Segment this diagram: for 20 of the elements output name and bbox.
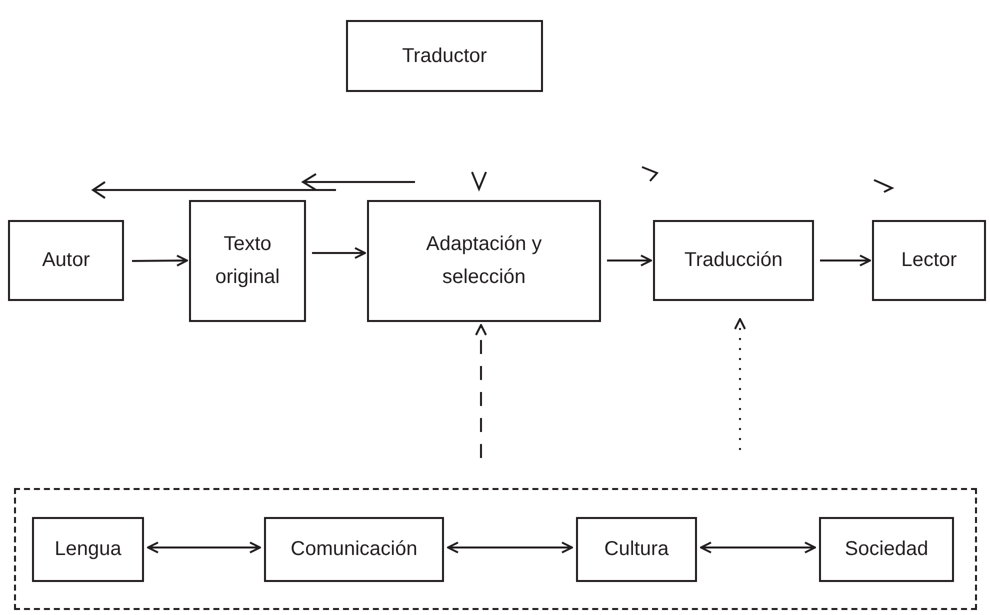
dashed-group-frame bbox=[14, 488, 977, 610]
arrow bbox=[734, 318, 746, 450]
process-box: Cultura bbox=[576, 517, 697, 582]
arrow bbox=[312, 247, 366, 259]
process-box: Adaptación y selección bbox=[367, 200, 601, 322]
process-box: Lengua bbox=[32, 517, 144, 582]
arrow bbox=[820, 254, 871, 266]
process-box: Sociedad bbox=[819, 517, 954, 582]
arrow bbox=[607, 254, 652, 266]
process-box: Comunicación bbox=[264, 517, 444, 582]
arrow bbox=[147, 542, 261, 554]
arrow bbox=[475, 324, 487, 458]
arrow bbox=[132, 254, 188, 267]
process-box: Autor bbox=[8, 220, 124, 301]
arrow bbox=[447, 542, 573, 554]
process-box: Traductor bbox=[346, 20, 543, 92]
process-box: Traducción bbox=[653, 220, 814, 301]
process-box: Texto original bbox=[189, 200, 306, 322]
process-box: Lector bbox=[872, 220, 986, 301]
arrow bbox=[700, 542, 816, 554]
